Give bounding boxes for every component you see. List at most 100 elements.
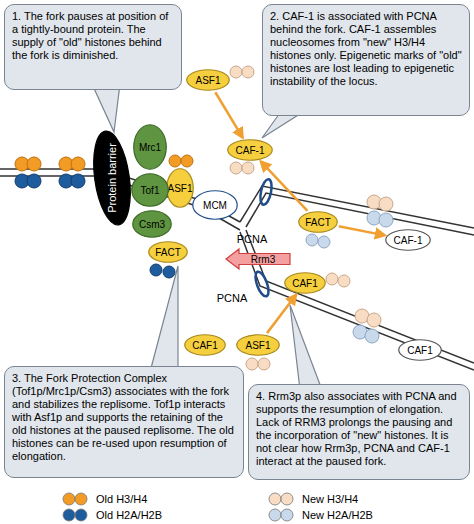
new-h3h4 bbox=[367, 313, 381, 327]
ellipse-shape bbox=[193, 191, 238, 220]
legend-text: New H3/H4 bbox=[302, 493, 358, 506]
node-label: FACT bbox=[305, 217, 331, 228]
node-label: ASF1 bbox=[195, 75, 220, 86]
legend-text: Old H3/H4 bbox=[96, 493, 147, 506]
new-h2ah2b bbox=[365, 329, 379, 343]
ellipse-shape bbox=[132, 174, 169, 207]
new-h3h4 bbox=[242, 66, 254, 78]
protein-ellipse: ASF1 bbox=[186, 69, 230, 91]
protein-ellipse: CAF1 bbox=[398, 339, 442, 361]
new-h3h4 bbox=[338, 275, 350, 287]
node-label: FACT bbox=[155, 247, 181, 258]
swatch-circle bbox=[281, 493, 293, 505]
ellipse-shape bbox=[187, 70, 230, 91]
barrier-ellipse: Protein barrier bbox=[87, 128, 136, 228]
node-label: ASF1 bbox=[167, 183, 192, 194]
protein-ellipse: CAF1 bbox=[284, 272, 326, 294]
protein-ellipse: CAF1 bbox=[184, 334, 226, 356]
protein-label: PCNA bbox=[217, 292, 248, 305]
old-h2ah2b bbox=[163, 266, 175, 278]
callout-text: 1. The fork pauses at position of a tigh… bbox=[12, 10, 174, 62]
new-h3h4 bbox=[230, 162, 242, 174]
dna-strand bbox=[246, 193, 474, 235]
ellipse-shape bbox=[399, 340, 442, 361]
swatch-circle bbox=[269, 493, 281, 505]
transfer-arrow bbox=[215, 92, 242, 137]
transfer-arrow bbox=[261, 161, 308, 210]
protein-ellipse: CAF-1 bbox=[227, 139, 273, 161]
legend-text: Old H2A/H2B bbox=[96, 509, 162, 522]
node-label: MCM bbox=[203, 200, 227, 211]
legend-item: Old H3/H4 bbox=[62, 492, 147, 506]
pcna-ring bbox=[258, 178, 273, 206]
old-h2ah2b bbox=[71, 174, 85, 188]
ellipse-shape bbox=[386, 230, 431, 251]
callout-tail bbox=[92, 84, 120, 132]
callout-tail bbox=[290, 305, 322, 390]
pcna-ring bbox=[253, 270, 271, 298]
new-h3h4 bbox=[258, 358, 270, 370]
old-h2ah2b bbox=[27, 174, 41, 188]
arrow-shape bbox=[226, 249, 290, 269]
new-h3h4 bbox=[242, 162, 254, 174]
old-h3h4 bbox=[71, 157, 85, 171]
new-h2ah2b bbox=[306, 234, 318, 246]
legend-text: New H2A/H2B bbox=[302, 509, 373, 522]
ellipse-shape bbox=[149, 242, 188, 263]
new-h3h4 bbox=[230, 66, 242, 78]
new-h3h4 bbox=[326, 273, 338, 285]
callout-text: 3. The Fork Protection Complex (Tof1p/Mr… bbox=[12, 372, 236, 463]
protein-ellipse: CAF-1 bbox=[385, 229, 431, 251]
ellipse-shape bbox=[285, 273, 326, 294]
protein-ellipse: ASF1 bbox=[236, 334, 280, 356]
swatch-circle bbox=[63, 509, 75, 521]
new-h3h4 bbox=[246, 358, 258, 370]
protein-ellipse: Mrc1 bbox=[133, 124, 167, 170]
node-label: CAF1 bbox=[292, 278, 318, 289]
protein-ellipse: ASF1 bbox=[166, 168, 194, 208]
legend-swatch bbox=[62, 508, 90, 522]
protein-ellipse: FACT bbox=[298, 211, 338, 233]
node-label: CAF-1 bbox=[236, 145, 265, 156]
node-label: Protein barrier bbox=[107, 143, 118, 213]
ellipse-shape bbox=[237, 335, 280, 356]
ellipse-shape bbox=[228, 140, 273, 161]
callout-text: 4. Rrm3p also associates with PCNA and s… bbox=[256, 390, 462, 468]
callout-tail bbox=[150, 266, 178, 372]
node-label: Csm3 bbox=[139, 219, 165, 230]
node-label: CAF-1 bbox=[394, 235, 423, 246]
swatch-circle bbox=[63, 493, 75, 505]
legend-item: Old H2A/H2B bbox=[62, 508, 162, 522]
protein-ellipse: Tof1 bbox=[131, 173, 169, 207]
legend-swatch bbox=[268, 492, 296, 506]
old-h3h4 bbox=[169, 155, 181, 167]
ellipse-shape bbox=[299, 212, 338, 233]
node-label: Rrm3 bbox=[241, 254, 275, 265]
old-h2ah2b bbox=[150, 264, 162, 276]
callout-box: 4. Rrm3p also associates with PCNA and s… bbox=[248, 384, 470, 480]
new-h2ah2b bbox=[318, 236, 330, 248]
node-label: CAF1 bbox=[407, 345, 433, 356]
ellipse-shape bbox=[133, 211, 172, 238]
helicase-arrow: Rrm3 bbox=[225, 248, 291, 270]
node-label: Mrc1 bbox=[139, 142, 161, 153]
node-label: Tof1 bbox=[141, 185, 160, 196]
new-h2ah2b bbox=[379, 213, 393, 227]
new-h3h4 bbox=[379, 197, 393, 211]
old-h3h4 bbox=[27, 157, 41, 171]
dna-strand bbox=[246, 230, 474, 363]
transfer-arrow bbox=[267, 295, 296, 333]
node-label: CAF1 bbox=[192, 340, 218, 351]
swatch-circle bbox=[269, 509, 281, 521]
callout-box: 1. The fork pauses at position of a tigh… bbox=[4, 4, 182, 90]
legend-swatch bbox=[268, 508, 296, 522]
dna-strand bbox=[240, 186, 474, 228]
swatch-circle bbox=[75, 509, 87, 521]
protein-ellipse: Csm3 bbox=[132, 210, 172, 238]
old-h3h4 bbox=[181, 155, 193, 167]
legend-item: New H2A/H2B bbox=[268, 508, 373, 522]
ellipse-shape bbox=[88, 129, 135, 227]
ellipse-shape bbox=[134, 125, 167, 170]
callout-box: 2. CAF-1 is associated with PCNA behind … bbox=[262, 4, 470, 116]
